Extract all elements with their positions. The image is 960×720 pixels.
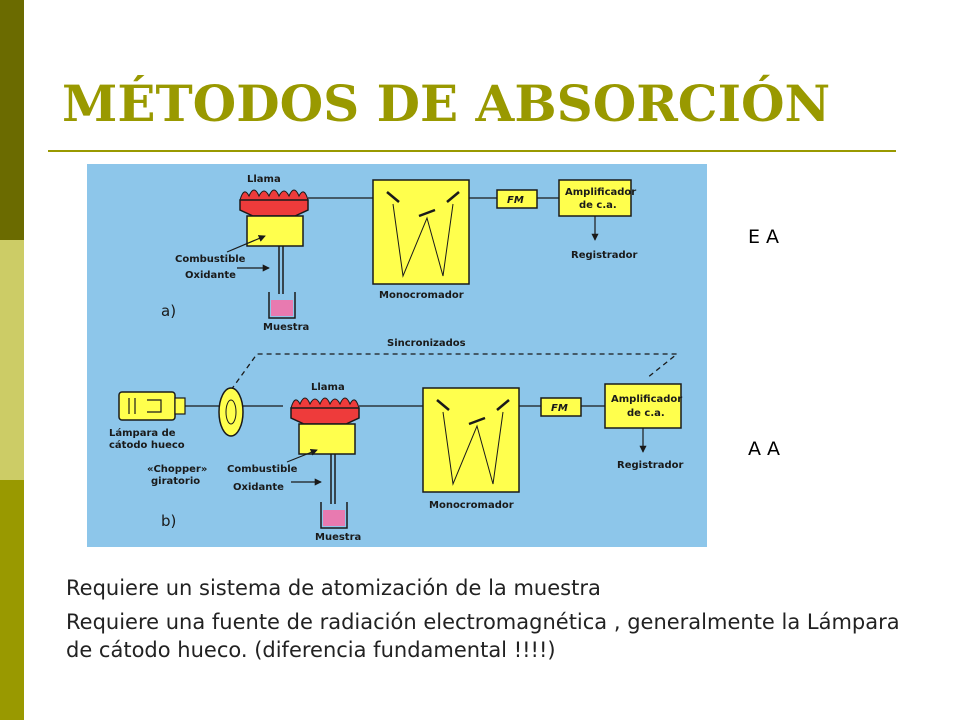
label-muestra-b: Muestra bbox=[315, 532, 361, 543]
label-registrador-a: Registrador bbox=[571, 250, 638, 261]
hollow-cathode-lamp-icon bbox=[118, 391, 176, 421]
label-emission-absorption: E A bbox=[748, 226, 780, 248]
fm-box-b bbox=[540, 397, 582, 417]
flame-b-icon bbox=[290, 397, 360, 409]
sample-beaker-icon bbox=[268, 292, 296, 319]
accent-bar-bottom bbox=[0, 480, 24, 720]
panel-b: Sincronizados Lámpara de cátodo hueco «C… bbox=[109, 338, 684, 543]
label-monocromador-b: Monocromador bbox=[429, 500, 514, 511]
label-combustible-a: Combustible bbox=[175, 254, 246, 265]
fm-box-a bbox=[496, 189, 538, 209]
burner-body bbox=[246, 215, 304, 247]
burner-body-b bbox=[298, 423, 356, 455]
absorption-diagram: Llama Muestra Combustible Oxidante a) bbox=[87, 164, 707, 547]
label-oxidante-a: Oxidante bbox=[185, 270, 236, 281]
amplifier-box-b bbox=[604, 383, 682, 429]
label-llama-a: Llama bbox=[247, 174, 281, 185]
sync-line bbox=[230, 353, 679, 391]
label-amplificador-a-1: Amplificador bbox=[565, 187, 636, 198]
diagram-svg: Llama Muestra Combustible Oxidante a) bbox=[109, 174, 684, 543]
title-underline bbox=[48, 150, 896, 152]
label-amplificador-b-1: Amplificador bbox=[611, 394, 682, 405]
paragraph-atomization: Requiere un sistema de atomización de la… bbox=[66, 576, 601, 600]
label-lampara-2: cátodo hueco bbox=[109, 439, 185, 451]
label-llama-b: Llama bbox=[311, 382, 345, 393]
label-fm-a: FM bbox=[507, 195, 524, 206]
label-muestra-a: Muestra bbox=[263, 322, 309, 333]
label-chopper-2: giratorio bbox=[151, 476, 200, 487]
body-text: Requiere un sistema de atomización de la… bbox=[66, 574, 926, 670]
label-sincronizados: Sincronizados bbox=[387, 338, 466, 349]
label-monocromador-a: Monocromador bbox=[379, 290, 464, 301]
label-amplificador-a-2: de c.a. bbox=[579, 200, 617, 211]
panel-label-a: a) bbox=[161, 302, 176, 320]
paragraph-radiation-source: Requiere una fuente de radiación electro… bbox=[66, 610, 900, 662]
panel-label-b: b) bbox=[161, 512, 176, 530]
burner-head bbox=[239, 199, 309, 217]
label-registrador-b: Registrador bbox=[617, 460, 684, 471]
label-atomic-absorption: A A bbox=[748, 438, 781, 460]
amplifier-box-a bbox=[558, 179, 632, 217]
slide-title: MÉTODOS DE ABSORCIÓN bbox=[62, 74, 831, 133]
sample-beaker-b-icon bbox=[320, 502, 348, 529]
panel-a: Llama Muestra Combustible Oxidante a) bbox=[161, 174, 638, 333]
label-combustible-b: Combustible bbox=[227, 464, 298, 475]
flame-icon bbox=[239, 189, 309, 201]
label-oxidante-b: Oxidante bbox=[233, 482, 284, 493]
label-chopper-1: «Chopper» bbox=[147, 464, 207, 475]
label-fm-b: FM bbox=[551, 403, 568, 414]
chopper-icon bbox=[218, 387, 244, 437]
label-amplificador-b-2: de c.a. bbox=[627, 408, 665, 419]
accent-bar-top bbox=[0, 0, 24, 240]
sample-liquid bbox=[271, 300, 293, 316]
accent-bar-middle bbox=[0, 240, 24, 480]
label-lampara-1: Lámpara de bbox=[109, 427, 176, 439]
